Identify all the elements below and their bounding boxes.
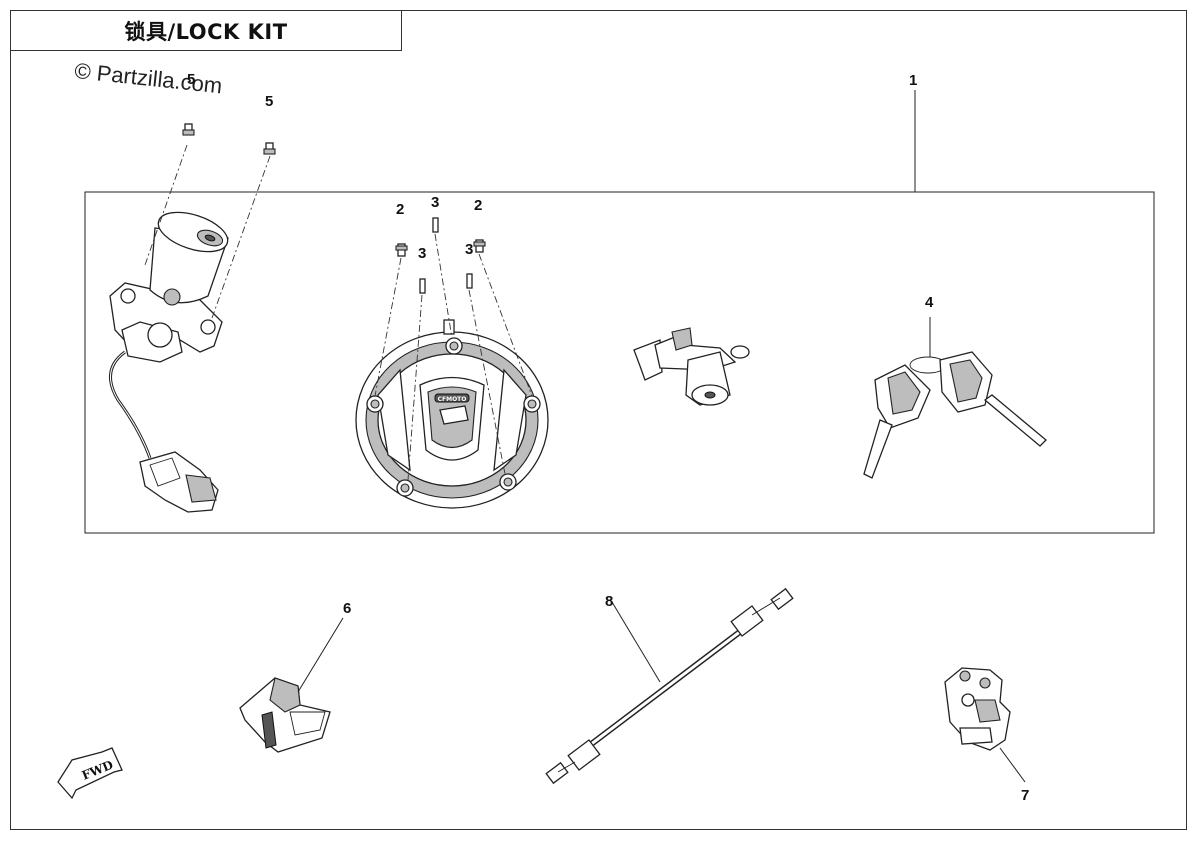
lock-bracket-6[interactable] (239, 677, 331, 753)
diagram-frame (10, 10, 1187, 830)
dash-3a (434, 233, 453, 339)
screw-5a[interactable] (182, 123, 195, 136)
callout-8[interactable]: 8 (605, 593, 613, 610)
dash-3b (407, 294, 423, 481)
dash-2a (374, 257, 402, 397)
leader-6 (297, 617, 344, 693)
pin-3c[interactable] (466, 273, 473, 289)
kit-group-box (84, 191, 1155, 534)
dash-screw-5b (211, 155, 271, 319)
callout-3b[interactable]: 3 (418, 245, 426, 262)
fwd-direction-arrow: FWD (57, 747, 123, 800)
callout-6[interactable]: 6 (343, 600, 351, 617)
pin-3b[interactable] (419, 278, 426, 294)
callout-7[interactable]: 7 (1021, 787, 1029, 804)
callout-5b[interactable]: 5 (265, 93, 273, 110)
dash-2b (478, 253, 533, 397)
callout-3a[interactable]: 3 (431, 194, 439, 211)
pin-3a[interactable] (432, 217, 439, 233)
leader-8 (611, 601, 661, 683)
callout-2b[interactable]: 2 (474, 197, 482, 214)
screw-2b[interactable] (473, 239, 486, 253)
leader-7 (999, 747, 1026, 783)
dash-screw-5a (144, 144, 188, 266)
callout-3c[interactable]: 3 (465, 241, 473, 258)
fuel-tank-cap[interactable]: CFMOTO (355, 319, 549, 509)
dash-3c (468, 289, 506, 475)
screw-5b[interactable] (263, 142, 276, 155)
seat-latch-7[interactable] (944, 667, 1011, 751)
callout-4[interactable]: 4 (925, 294, 934, 311)
diagram-title: 锁具/LOCK KIT (10, 10, 402, 51)
seat-lock[interactable] (633, 327, 750, 406)
keys[interactable] (863, 351, 1047, 479)
screw-2a[interactable] (395, 243, 408, 257)
cap-logo-text: CFMOTO (438, 396, 467, 403)
callout-2a[interactable]: 2 (396, 201, 404, 218)
seat-lock-cable-8[interactable] (545, 587, 794, 785)
callout-5a[interactable]: 5 (187, 71, 195, 88)
ignition-switch[interactable] (109, 205, 232, 513)
callout-1[interactable]: 1 (909, 72, 917, 89)
